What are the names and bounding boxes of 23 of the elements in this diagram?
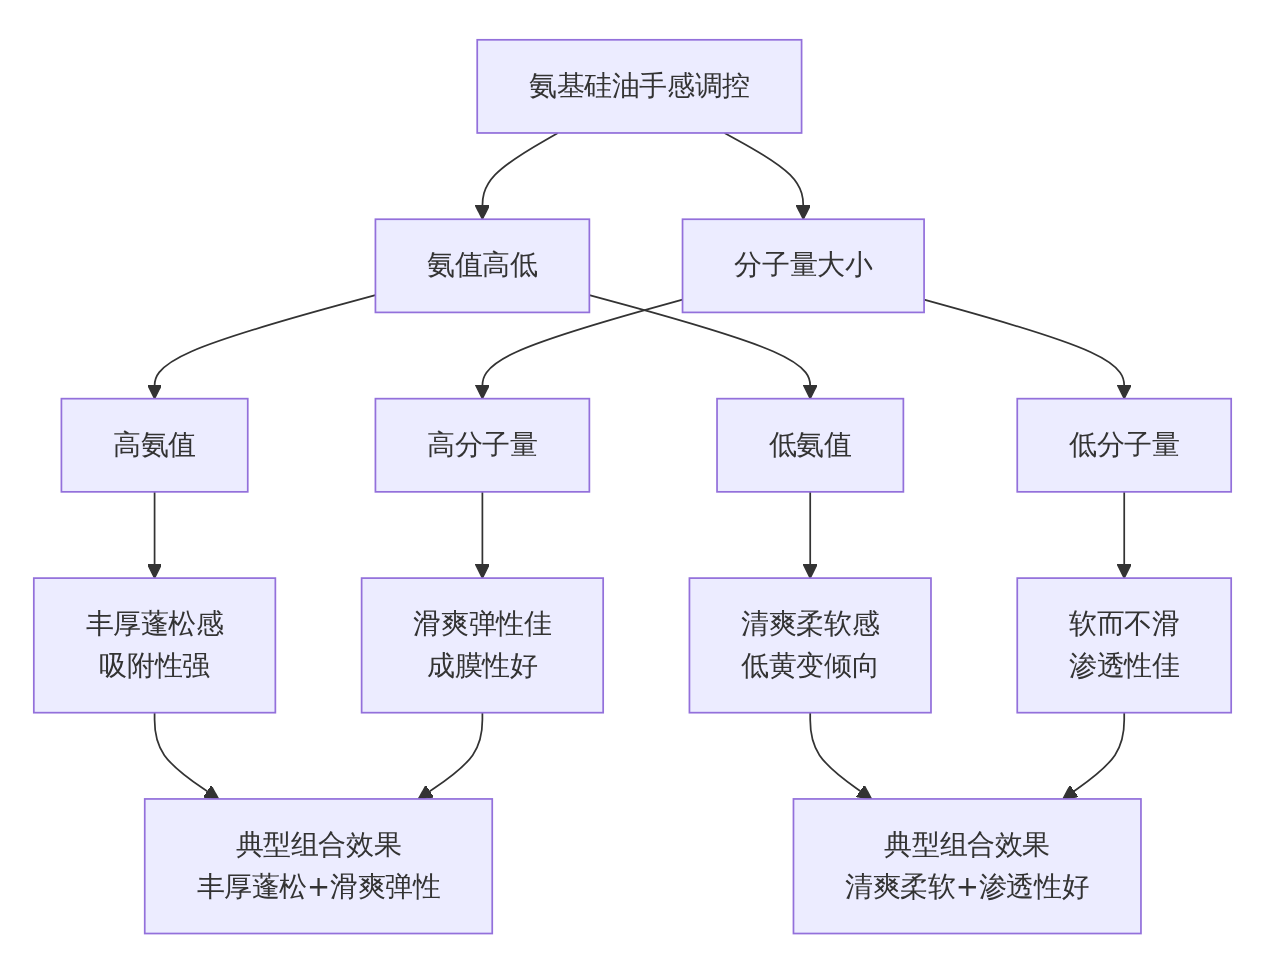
node-box: 分子量大小 bbox=[681, 218, 925, 314]
node-box: 氨值高低 bbox=[374, 218, 591, 314]
node-box: 滑爽弹性佳 成膜性好 bbox=[360, 577, 605, 714]
arrow bbox=[153, 711, 220, 800]
node-box: 低分子量 bbox=[1016, 397, 1233, 493]
node-box: 高分子量 bbox=[374, 397, 591, 493]
arrow bbox=[723, 131, 811, 220]
arrow bbox=[1116, 490, 1132, 579]
arrow bbox=[802, 490, 818, 579]
arrow bbox=[474, 131, 559, 220]
arrow bbox=[417, 711, 484, 800]
node-box: 高氨值 bbox=[60, 397, 249, 493]
node-box: 典型组合效果 丰厚蓬松+滑爽弹性 bbox=[143, 797, 494, 935]
node-box: 软而不滑 渗透性佳 bbox=[1016, 577, 1233, 714]
arrow bbox=[474, 490, 490, 579]
node-box: 清爽柔软感 低黄变倾向 bbox=[688, 577, 932, 714]
arrow bbox=[147, 490, 163, 579]
node-box: 氨基硅油手感调控 bbox=[476, 38, 803, 134]
node-box: 丰厚蓬松感 吸附性强 bbox=[32, 577, 277, 714]
node-box: 典型组合效果 清爽柔软+渗透性好 bbox=[792, 797, 1142, 935]
arrow bbox=[1062, 711, 1126, 800]
arrow bbox=[809, 711, 873, 800]
node-box: 低氨值 bbox=[716, 397, 905, 493]
